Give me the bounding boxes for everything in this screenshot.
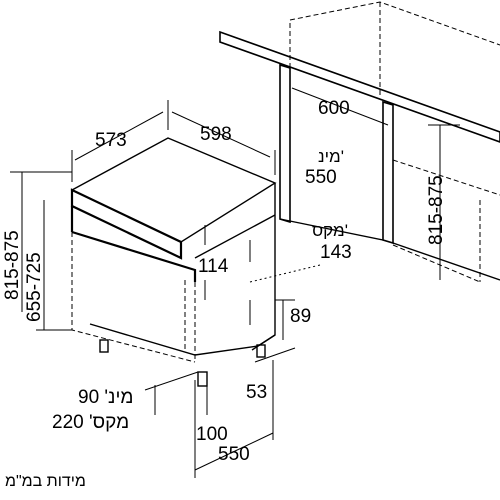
label-panel-max: 143 (320, 242, 352, 263)
label-plinth-height: 89 (290, 306, 311, 327)
kitchen-cabinet-outline (219, 30, 500, 281)
label-dishwasher-width: 598 (200, 124, 232, 145)
label-height-outer: 815-875 (2, 230, 23, 300)
label-panel-gap: 114 (198, 256, 229, 277)
label-total-depth: 550 (218, 444, 250, 465)
label-plinth-max: מקס' 220 (52, 412, 129, 433)
label-niche-height: 815-875 (426, 175, 447, 245)
label-niche-depth-min: 550 (305, 167, 337, 188)
label-height-inner: 655-725 (24, 252, 45, 322)
dimension-lines (10, 87, 460, 478)
label-panel-max-word: מקס' (312, 221, 348, 240)
niche-dashed-volume (289, 1, 500, 283)
label-niche-width: 600 (318, 98, 350, 119)
label-foot-offset: 53 (246, 382, 267, 403)
label-plinth-depth: 100 (196, 424, 228, 445)
dishwasher-body (70, 137, 277, 387)
label-plinth-min: מינ' 90 (78, 387, 133, 408)
label-units-note: מידות במ"מ (5, 473, 86, 490)
label-dishwasher-depth: 573 (95, 130, 127, 151)
label-niche-depth-min-word: מינ' (318, 147, 344, 166)
